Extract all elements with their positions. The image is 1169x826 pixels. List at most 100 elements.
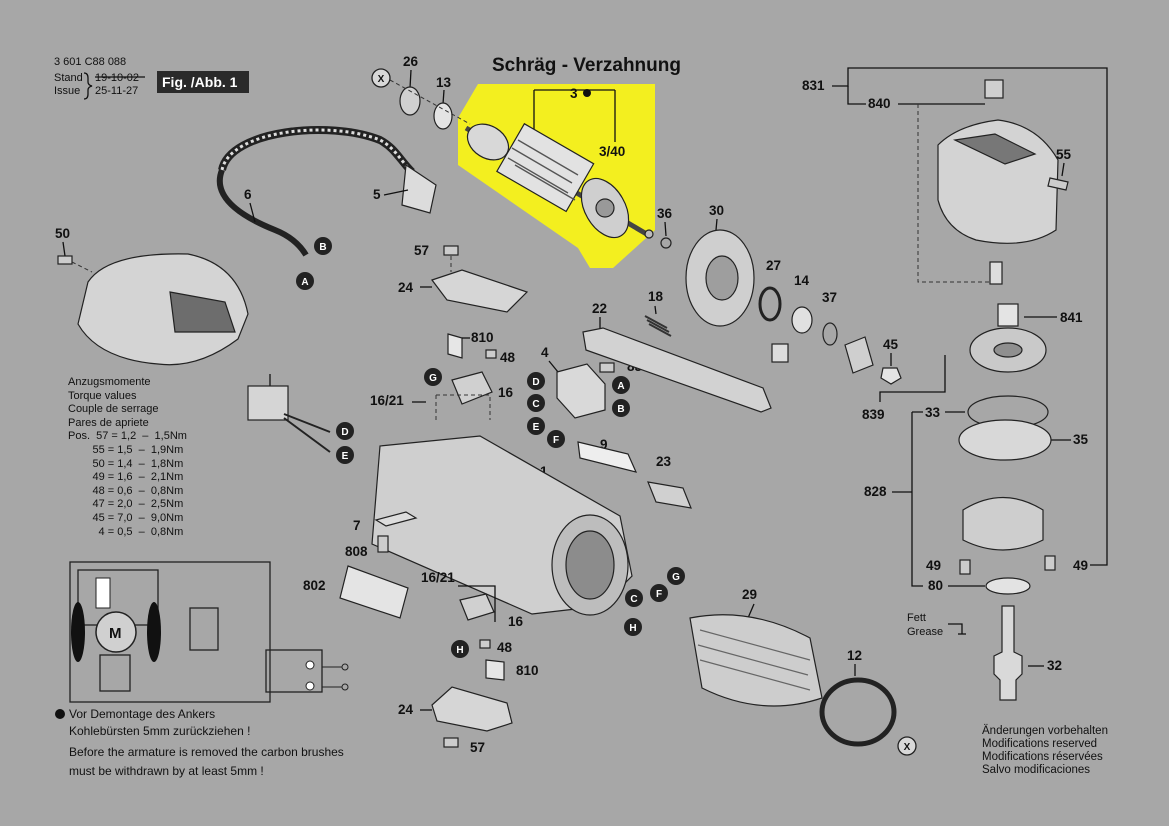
leader-13 bbox=[442, 89, 445, 105]
callout-47: 808 bbox=[345, 544, 368, 559]
svg-text:M: M bbox=[109, 625, 122, 642]
callout-13: 13 bbox=[436, 75, 452, 90]
callout-1: 1 bbox=[540, 464, 548, 479]
callout-5: 5 bbox=[373, 187, 381, 202]
callout-27: 27 bbox=[766, 258, 781, 273]
callout-4: 4 bbox=[541, 345, 549, 360]
washer-36 bbox=[660, 237, 672, 249]
callout-18: 18 bbox=[648, 289, 664, 304]
screw-55 bbox=[1047, 177, 1069, 191]
bracket-828 bbox=[911, 412, 923, 587]
svg-text:G: G bbox=[429, 373, 437, 384]
pinion-839 bbox=[844, 336, 874, 374]
svg-text:H: H bbox=[629, 623, 636, 634]
torque-heading-en: Torque values bbox=[68, 389, 137, 402]
switch-cover-24-top bbox=[431, 269, 529, 313]
switch-cover-24-low bbox=[431, 686, 513, 732]
torque-heading-es: Pares de apriete bbox=[68, 416, 149, 429]
callout-30: 30 bbox=[709, 203, 724, 218]
note-bullet bbox=[55, 709, 65, 719]
callout-33: 33 bbox=[925, 405, 941, 420]
pin bbox=[989, 261, 1003, 285]
callout-55: 55 bbox=[1056, 147, 1072, 162]
armature bbox=[464, 122, 654, 239]
letter-d-cap: D bbox=[336, 422, 354, 440]
callout-810-top: 810 bbox=[471, 330, 494, 345]
plug-5 bbox=[401, 163, 437, 214]
letter-c-field: C bbox=[625, 589, 643, 607]
mains-cable bbox=[218, 126, 415, 175]
callout-3-dot bbox=[583, 89, 591, 97]
svg-text:D: D bbox=[341, 427, 348, 438]
svg-text:C: C bbox=[630, 594, 637, 605]
spring-18 bbox=[644, 315, 672, 337]
torque-row: 4 = 0,5 – 0,8Nm bbox=[68, 525, 184, 538]
grease-leader bbox=[948, 623, 963, 634]
modifications-de: Änderungen vorbehalten bbox=[982, 725, 1108, 737]
fan-guard-29 bbox=[819, 677, 897, 747]
button-23 bbox=[647, 481, 692, 509]
gasket-35 bbox=[958, 419, 1052, 461]
torque-row: 50 = 1,4 – 1,8Nm bbox=[68, 457, 184, 470]
bearing-841 bbox=[997, 303, 1019, 327]
bearing-13 bbox=[433, 102, 453, 130]
callout-3-40: 3/40 bbox=[599, 144, 625, 159]
lever-22 bbox=[582, 327, 772, 413]
spindle-32 bbox=[993, 605, 1023, 701]
modifications-en: Modifications reserved bbox=[982, 738, 1098, 750]
callout-839: 839 bbox=[862, 407, 885, 422]
torque-heading-de: Anzugsmomente bbox=[68, 376, 151, 388]
svg-text:F: F bbox=[656, 589, 662, 600]
bearing-flange-828 bbox=[962, 496, 1044, 551]
stand-date: 19-10-02 bbox=[95, 72, 139, 84]
torque-row: 47 = 2,0 – 2,5Nm bbox=[68, 498, 184, 511]
clip-7 bbox=[374, 511, 418, 527]
issue-label: Issue bbox=[54, 85, 80, 97]
lock-858 bbox=[771, 343, 789, 363]
letter-h-low: H bbox=[451, 640, 469, 658]
callout-37: 37 bbox=[822, 290, 837, 305]
svg-text:A: A bbox=[301, 277, 308, 288]
ring-37 bbox=[822, 322, 838, 346]
screw-57-low bbox=[443, 737, 459, 748]
callout-16-top: 16 bbox=[498, 385, 514, 400]
fig-label: Fig. /Abb. 1 bbox=[162, 74, 238, 90]
callout-14: 14 bbox=[794, 273, 810, 288]
note-de-2: Kohlebürsten 5mm zurückziehen ! bbox=[69, 724, 251, 738]
switch-block-4 bbox=[556, 363, 606, 419]
letter-f-block: F bbox=[547, 430, 565, 448]
callout-828: 828 bbox=[864, 484, 887, 499]
callout-22: 22 bbox=[592, 301, 607, 316]
letter-b-block: B bbox=[612, 399, 630, 417]
baffle-27 bbox=[758, 286, 782, 322]
callout-50: 50 bbox=[55, 226, 70, 241]
plate-9 bbox=[577, 441, 638, 473]
screw-50 bbox=[57, 255, 73, 265]
axis-26-13 bbox=[389, 79, 471, 125]
callout-9: 9 bbox=[600, 437, 608, 452]
torque-row: 48 = 0,6 – 0,8Nm bbox=[68, 484, 184, 497]
brush-holder-16-top bbox=[451, 371, 493, 405]
callout-23: 23 bbox=[656, 454, 672, 469]
svg-text:X: X bbox=[378, 74, 385, 85]
screw-57-top bbox=[443, 245, 459, 256]
bearing-14 bbox=[791, 306, 813, 334]
callout-16-21-top: 16/21 bbox=[370, 393, 404, 408]
callout-26: 26 bbox=[403, 54, 419, 69]
callout-7: 7 bbox=[353, 518, 361, 533]
letter-e-cap: E bbox=[336, 446, 354, 464]
svg-text:F: F bbox=[553, 435, 559, 446]
fig-label-box bbox=[157, 71, 249, 93]
brush-holder-16-low bbox=[459, 593, 495, 621]
switch-810-top bbox=[447, 333, 463, 359]
svg-text:B: B bbox=[617, 404, 624, 415]
svg-text:A: A bbox=[617, 381, 624, 392]
callout-16-low: 16 bbox=[508, 614, 524, 629]
washer-80 bbox=[985, 577, 1031, 595]
callout-802: 29 bbox=[742, 587, 757, 602]
label-808 bbox=[339, 565, 409, 619]
nut-45 bbox=[880, 367, 902, 385]
torque-row: Pos. 57 = 1,2 – 1,5Nm bbox=[68, 430, 187, 443]
